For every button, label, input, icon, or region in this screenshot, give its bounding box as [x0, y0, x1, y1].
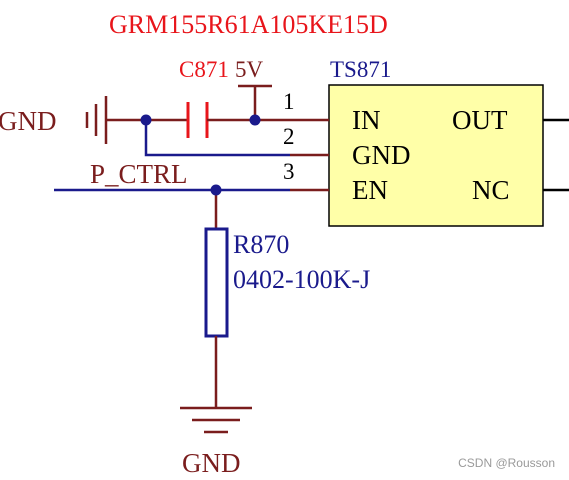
gnd-left-label: GND — [0, 106, 57, 136]
pctrl-net-label: P_CTRL — [90, 159, 188, 189]
ic-pin-stubs — [290, 118, 569, 192]
junction-dot-5v — [249, 114, 261, 126]
ts871-ic-body[interactable] — [328, 84, 544, 227]
csdn-watermark: CSDN @Rousson — [458, 456, 555, 470]
gnd-left-symbol[interactable] — [85, 96, 146, 144]
resistor-r870[interactable] — [204, 190, 229, 373]
capacitor-designator: C871 — [179, 57, 229, 82]
supply-5v-symbol[interactable] — [238, 84, 272, 120]
pin-nc-name: NC — [472, 175, 510, 205]
resistor-value: 0402-100K-J — [233, 265, 370, 294]
junction-dot-ctrl — [210, 184, 222, 196]
gnd-bottom-symbol[interactable] — [180, 373, 252, 434]
pin-in-name: IN — [352, 105, 381, 135]
ic-designator: TS871 — [330, 57, 391, 82]
pin-out-name: OUT — [452, 105, 508, 135]
capacitor-c871[interactable] — [146, 102, 255, 138]
pin-1-number: 1 — [283, 89, 295, 114]
supply-net-label: 5V — [235, 57, 264, 82]
gnd-bottom-label: GND — [182, 448, 241, 478]
res-body — [204, 227, 229, 338]
junction-dot-gnd — [140, 114, 152, 126]
wire-gnd-to-pin2[interactable] — [144, 120, 290, 157]
pin-gnd-name: GND — [352, 140, 411, 170]
resistor-designator: R870 — [233, 230, 289, 259]
pin-en-name: EN — [352, 175, 388, 205]
junctions — [140, 114, 261, 196]
capacitor-part-number: GRM155R61A105KE15D — [109, 10, 388, 39]
pin-3-number: 3 — [283, 159, 295, 184]
pin-2-number: 2 — [283, 124, 295, 149]
